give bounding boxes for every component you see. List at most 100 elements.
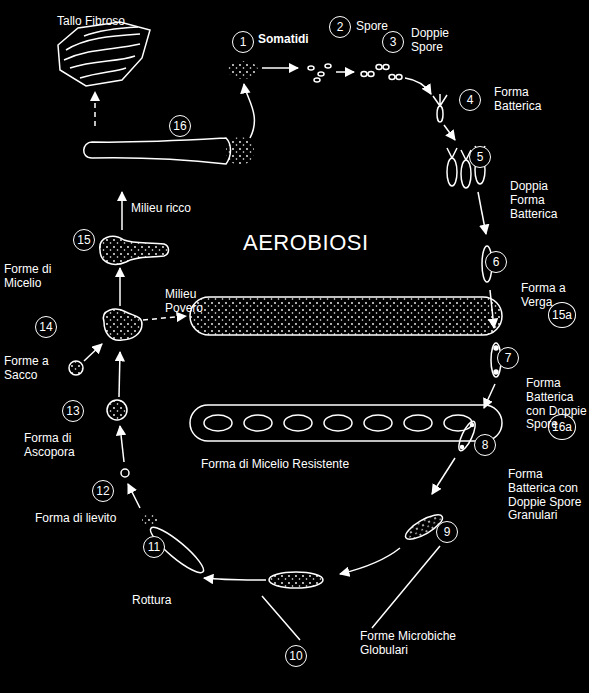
yeast-form [121, 469, 129, 477]
cycle-arrow [121, 192, 123, 230]
stage-number: 11 [143, 536, 165, 558]
callout-number: 7 [505, 352, 512, 364]
bacterial-rod [461, 160, 471, 188]
callout-number: 15a [552, 309, 572, 321]
stage-label: Forma Batterica con Doppie Spore Granula… [508, 468, 586, 523]
stage-label: Forme Microbiche Globulari [360, 630, 480, 658]
cycle-arrow [244, 84, 254, 138]
callout-number: 16 [173, 120, 186, 132]
mycelium-band [190, 297, 502, 335]
stage-number: 1 [232, 31, 254, 53]
cycle-arrow [119, 352, 120, 397]
club-form [84, 138, 231, 164]
spore [494, 346, 498, 350]
diagram-title: AEROBIOSI [243, 230, 369, 256]
globular-form [269, 572, 323, 588]
somatid-cluster [226, 137, 254, 165]
callout-number: 10 [289, 650, 302, 662]
callout-number: 14 [39, 321, 52, 333]
somatid-cluster [228, 61, 258, 79]
spore [314, 78, 320, 82]
callout-number: 9 [444, 526, 451, 538]
callout-number: 11 [148, 541, 160, 553]
cycle-arrow [120, 426, 124, 462]
callout-number: 6 [493, 256, 500, 268]
stage-number: 6 [485, 251, 507, 273]
stage-number: 3 [382, 31, 404, 53]
double-spore [389, 75, 395, 80]
resistant-mycelium [190, 405, 502, 441]
stage-number: 15 [73, 229, 95, 251]
stage-number: 9 [436, 521, 458, 543]
callout-number: 2 [337, 21, 344, 33]
dashed-arrow [143, 316, 186, 320]
double-spore [376, 65, 382, 70]
stage-number: 13 [62, 400, 84, 422]
cycle-arrow [262, 67, 298, 69]
spore-chamber [244, 415, 272, 431]
spore-chamber [324, 415, 352, 431]
double-spore [396, 75, 402, 80]
cycle-arrow [119, 268, 121, 306]
stage-label: Spore [356, 20, 406, 34]
bacterial-rod [447, 158, 457, 186]
callout-number: 12 [96, 485, 109, 497]
stage-label: Forma Batterica con Doppie Spore [526, 377, 588, 432]
stage-label: Forma a Verga [521, 282, 581, 310]
stage-label: Doppia Forma Batterica [510, 180, 580, 221]
callout-number: 1 [240, 36, 247, 48]
ascospore-form [107, 400, 127, 420]
stage-label: Milieu Povero [165, 288, 220, 316]
cycle-arrow [128, 484, 140, 508]
dashed-arrow [94, 92, 96, 126]
stage-number: 10 [285, 645, 307, 667]
spore-chamber [404, 415, 432, 431]
stage-label: Forma di Micelio Resistente [201, 458, 401, 472]
sack-form [103, 309, 142, 340]
stage-label: Forma di Ascopora [24, 432, 94, 460]
stage-number: 5 [469, 146, 491, 168]
callout-number: 13 [66, 405, 79, 417]
granule [461, 446, 464, 449]
cycle-arrow [444, 125, 455, 140]
thallus-strand [84, 27, 138, 36]
double-spore [368, 72, 374, 77]
cycle-arrow [84, 344, 102, 361]
stage-label: Milieu ricco [131, 202, 221, 216]
stage-label: Forme a Sacco [4, 355, 60, 383]
spore [325, 64, 331, 68]
spore-chamber [204, 415, 232, 431]
callout-number: 8 [482, 439, 489, 451]
double-spore [361, 72, 367, 77]
bracket-line [262, 546, 440, 640]
mycelium-form [100, 236, 169, 264]
rupture-form [146, 522, 208, 578]
stage-label: Tallo Fibroso [57, 15, 157, 29]
stage-label: Doppie Spore [411, 27, 461, 55]
spore-chamber [364, 415, 392, 431]
spore-chamber [284, 415, 312, 431]
double-spore [383, 65, 389, 70]
stage-number: 4 [459, 89, 481, 111]
cycle-arrow [340, 548, 400, 574]
callout-number: 4 [467, 94, 474, 106]
stage-label: Somatidi [258, 33, 328, 47]
spore-chamber [444, 415, 472, 431]
stage-number: 12 [92, 480, 114, 502]
cycle-arrow [432, 458, 455, 494]
thallus-strand [80, 68, 126, 78]
stage-number: 16 [169, 115, 191, 137]
thallus-strand [70, 56, 135, 68]
callout-number: 3 [390, 36, 397, 48]
callout-number: 5 [477, 151, 484, 163]
bacterial-form [437, 106, 443, 122]
thallus-strand [66, 34, 140, 50]
cycle-arrow [478, 192, 486, 234]
stage-label: Rottura [132, 594, 202, 608]
spore [494, 370, 498, 374]
stage-label: Forme di Micelio [4, 263, 64, 291]
yeast-granules [142, 514, 158, 526]
fibrous-thallus [58, 22, 150, 86]
stage-number: 14 [35, 316, 57, 338]
